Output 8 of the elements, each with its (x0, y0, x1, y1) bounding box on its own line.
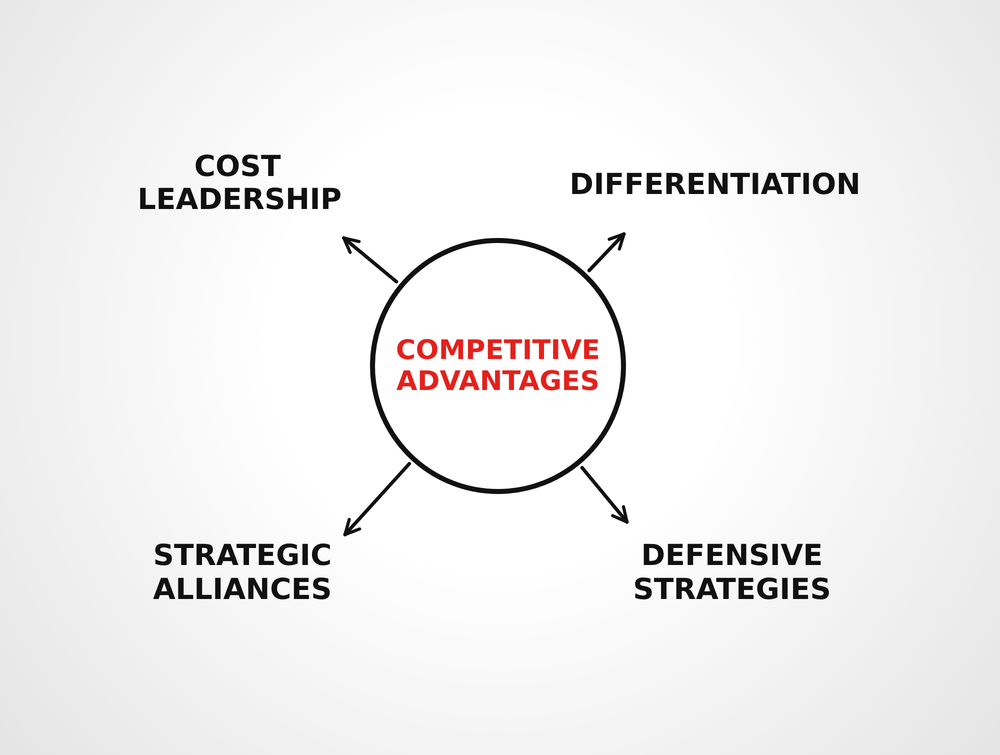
branch-label: DIFFERENTIATION (570, 168, 860, 202)
arrow (343, 462, 412, 536)
branch-label: DEFENSIVE STRATEGIES (632, 539, 832, 606)
center-title: COMPETITIVE ADVANTAGES (394, 334, 602, 398)
arrow (342, 236, 398, 284)
arrow (580, 466, 629, 524)
branch-label: STRATEGIC ALLIANCES (152, 539, 333, 606)
arrow (587, 232, 626, 272)
